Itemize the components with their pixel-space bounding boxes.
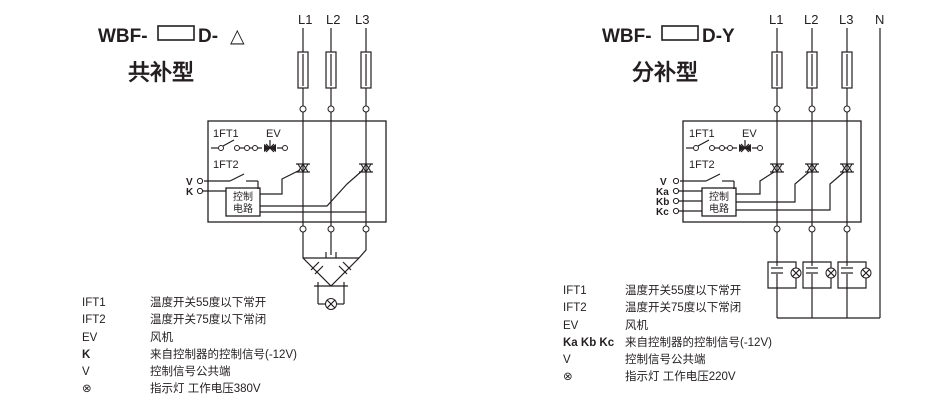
left-panel: WBF- D- △ 共补型 L1 L2 L3 (98, 12, 387, 310)
left-gate-wiring (260, 169, 366, 213)
right-ft2-switch (680, 173, 735, 189)
legend-description: 来自控制器的控制信号(-12V) (625, 336, 772, 349)
legend-symbol: Ka Kb Kc (563, 336, 615, 349)
left-phase-l2: L2 (326, 12, 340, 27)
right-terminal-ka: Ka (656, 187, 669, 198)
lamp-icon: ⊗ (563, 371, 573, 384)
legend-row: IFT2 温度开关75度以下常闭 (563, 300, 772, 317)
left-circuit-line1: 控制 (233, 190, 253, 203)
right-thyristor-2 (805, 162, 819, 174)
left-fuses (297, 51, 372, 89)
left-label-ev: EV (266, 128, 281, 140)
left-thyristor-1 (296, 162, 310, 174)
legend-description: 风机 (150, 331, 173, 344)
right-circuit-line2: 电路 (709, 202, 729, 215)
left-label-1ft2: 1FT2 (213, 159, 239, 171)
legend-symbol: IFT2 (563, 302, 587, 315)
legend-symbol: V (82, 366, 90, 379)
left-legend: IFT1 温度开关55度以下常开 IFT2 温度开关75度以下常闭 EV 风机 K 来自… (82, 295, 297, 399)
right-title: 分补型 (632, 60, 698, 85)
legend-description: 来自控制器的控制信号(-12V) (150, 348, 297, 361)
right-terminal-kc: Kc (656, 207, 669, 218)
right-phase-wires (776, 28, 881, 318)
legend-description: 温度开关55度以下常开 (625, 285, 742, 297)
legend-description: 温度开关75度以下常闭 (625, 302, 742, 315)
right-model-blank-box (661, 25, 699, 41)
right-module-box (682, 120, 862, 223)
left-terminal-k: K (186, 187, 194, 198)
legend-description: 控制信号公共端 (625, 354, 706, 367)
left-delta-capacitors (302, 232, 367, 310)
right-circuit-line1: 控制 (709, 190, 729, 203)
left-circuit-line2: 电路 (233, 202, 253, 215)
legend-description: 温度开关55度以下常开 (150, 297, 267, 309)
legend-description: 风机 (625, 319, 648, 332)
right-model-label: WBF- (602, 26, 652, 47)
delta-symbol: △ (230, 26, 245, 47)
left-terminal-v: V (186, 177, 193, 188)
right-phase-l3: L3 (839, 12, 853, 27)
left-label-1ft1: 1FT1 (213, 128, 239, 140)
legend-symbol: IFT1 (82, 297, 106, 309)
lamp-icon: ⊗ (82, 383, 92, 396)
right-model-suffix: D-Y (702, 26, 735, 47)
left-model-blank-box (157, 25, 195, 41)
legend-description: 控制信号公共端 (150, 366, 231, 379)
right-phase-l2: L2 (804, 12, 818, 27)
right-thyristor-3 (840, 162, 854, 174)
legend-symbol: K (82, 348, 91, 361)
legend-description: 温度开关75度以下常闭 (150, 314, 267, 327)
right-phase-n: N (875, 12, 884, 27)
left-model-suffix: D- (198, 26, 218, 47)
legend-row: EV 风机 (563, 318, 772, 335)
legend-row: EV 风机 (82, 330, 297, 347)
left-phase-l1: L1 (298, 12, 312, 27)
right-thyristor-1 (770, 162, 784, 174)
legend-row: V 控制信号公共端 (82, 364, 297, 381)
left-thyristor-2 (359, 162, 373, 174)
legend-row: IFT1 温度开关55度以下常开 (82, 295, 297, 312)
legend-row: ⊗ 指示灯 工作电压380V (82, 381, 297, 398)
left-title: 共补型 (128, 60, 194, 85)
right-phase-l1: L1 (769, 12, 783, 27)
legend-row: Ka Kb Kc 来自控制器的控制信号(-12V) (563, 335, 772, 352)
right-gate-wiring (736, 171, 845, 211)
right-label-ev: EV (742, 128, 757, 140)
right-star-capacitors (767, 232, 880, 319)
right-panel: WBF- D-Y 分补型 L1 L2 L3 N (602, 12, 884, 319)
legend-symbol: EV (82, 331, 98, 344)
left-phase-l3: L3 (355, 12, 369, 27)
legend-symbol: IFT2 (82, 314, 106, 327)
right-fuses (771, 51, 853, 89)
left-model-label: WBF- (98, 26, 148, 47)
legend-row: IFT1 温度开关55度以下常开 (563, 283, 772, 300)
left-module-box (207, 120, 387, 223)
legend-description: 指示灯 工作电压220V (625, 371, 736, 384)
right-ft1-ev-chain (686, 139, 763, 153)
left-ft2-switch (204, 173, 259, 189)
legend-description: 指示灯 工作电压380V (150, 383, 261, 396)
left-phase-wires (302, 28, 367, 226)
right-legend: IFT1 温度开关55度以下常开 IFT2 温度开关75度以下常闭 EV 风机 Ka … (563, 283, 772, 387)
legend-row: K 来自控制器的控制信号(-12V) (82, 347, 297, 364)
left-control-circuit-box (225, 187, 261, 217)
legend-symbol: EV (563, 319, 579, 332)
right-label-1ft1: 1FT1 (689, 128, 715, 140)
legend-row: ⊗ 指示灯 工作电压220V (563, 369, 772, 386)
legend-row: V 控制信号公共端 (563, 352, 772, 369)
legend-row: IFT2 温度开关75度以下常闭 (82, 312, 297, 329)
right-label-1ft2: 1FT2 (689, 159, 715, 171)
legend-symbol: IFT1 (563, 285, 587, 297)
left-ft1-ev-chain (211, 139, 288, 153)
right-terminal-v: V (660, 177, 667, 188)
right-terminal-kb: Kb (656, 197, 669, 208)
legend-symbol: V (563, 354, 571, 367)
